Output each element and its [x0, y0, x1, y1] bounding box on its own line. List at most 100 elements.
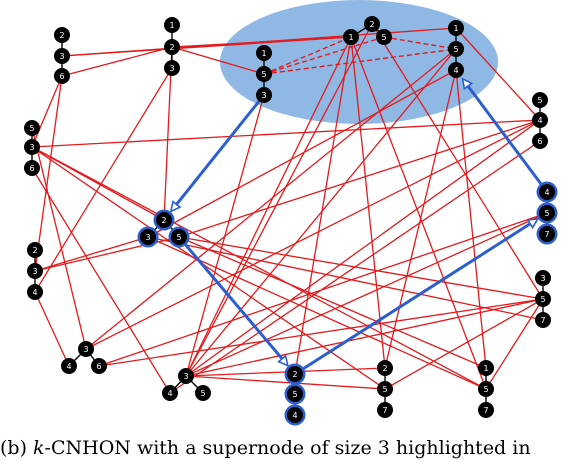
node-label: 7 [544, 230, 549, 239]
node-circle [256, 45, 272, 61]
node-circle [164, 17, 180, 33]
node-circle [532, 133, 548, 149]
node-C1a: 2 [153, 209, 175, 231]
node-label: 3 [32, 267, 37, 276]
edge [185, 119, 541, 377]
supernode-edge [383, 36, 457, 50]
node-label: 5 [381, 33, 386, 42]
node-R2b: 5 [536, 202, 558, 224]
node-label: 2 [32, 246, 37, 255]
node-circle [256, 66, 272, 82]
edge [34, 75, 63, 272]
node-L1a: 2 [54, 27, 70, 43]
node-label: 5 [537, 96, 542, 105]
node-L2a: 1 [164, 17, 180, 33]
edge [171, 46, 265, 75]
node-label: 7 [540, 316, 545, 325]
supernode-highlight [220, 0, 498, 124]
node-label: 5 [544, 209, 549, 218]
node-R1b: 4 [532, 112, 548, 128]
node-R1a: 5 [532, 92, 548, 108]
node-E1c: 7 [377, 402, 393, 418]
caption-prefix: (b) [0, 437, 34, 459]
node-R1c: 6 [532, 133, 548, 149]
node-W2c: 4 [27, 284, 43, 300]
node-E1a: 2 [377, 360, 393, 376]
node-label: 2 [161, 216, 166, 225]
node-label: 1 [261, 49, 266, 58]
edge [34, 291, 70, 367]
node-R3b: 5 [535, 291, 551, 307]
edge [350, 36, 386, 369]
node-label: 7 [483, 406, 488, 415]
node-W1a: 5 [24, 120, 40, 136]
node-label: 4 [537, 116, 542, 125]
node-label: 1 [169, 21, 174, 30]
edge [384, 69, 457, 369]
node-circle [54, 27, 70, 43]
node-circle [162, 385, 178, 401]
node-L3a: 1 [256, 45, 272, 61]
edge [31, 127, 87, 350]
edge [185, 375, 386, 390]
edge [61, 46, 173, 77]
node-label: 3 [183, 372, 188, 381]
node-label: 3 [59, 52, 64, 61]
node-circle [24, 160, 40, 176]
node-B1a: 3 [78, 341, 94, 357]
node-W2a: 2 [27, 242, 43, 258]
node-label: 2 [169, 43, 174, 52]
supernode-edge [263, 36, 385, 75]
edge [455, 69, 487, 369]
node-R3a: 3 [535, 270, 551, 286]
node-label: 5 [261, 70, 266, 79]
node-F1a: 1 [478, 360, 494, 376]
node-label: 4 [544, 188, 549, 197]
node-circle [54, 68, 70, 84]
node-B1b: 4 [61, 358, 77, 374]
node-circle [377, 381, 393, 397]
highlight-edge [177, 236, 284, 360]
node-circle [376, 29, 392, 45]
node-L2b: 2 [164, 39, 180, 55]
node-L1b: 3 [54, 48, 70, 64]
node-label: 1 [483, 364, 488, 373]
node-circle [164, 60, 180, 76]
node-circle [532, 112, 548, 128]
node-label: 5 [453, 45, 458, 54]
node-circle [24, 120, 40, 136]
edge [85, 119, 541, 350]
node-label: 4 [66, 362, 71, 371]
node-L3c: 3 [256, 87, 272, 103]
node-label: 3 [83, 345, 88, 354]
node-label: 1 [453, 24, 458, 33]
node-label: 3 [145, 233, 150, 242]
node-S2: 2 [364, 16, 380, 32]
node-label: 4 [453, 66, 458, 75]
node-circle [364, 16, 380, 32]
edge [147, 236, 544, 321]
node-label: 6 [29, 164, 34, 173]
edge [31, 75, 63, 148]
edge [185, 298, 544, 377]
node-W2b: 3 [27, 263, 43, 279]
node-label: 2 [382, 364, 387, 373]
node-R2a: 4 [536, 181, 558, 203]
node-circle [256, 87, 272, 103]
edge [31, 146, 386, 390]
edge [185, 36, 352, 377]
highlight-edge [466, 85, 549, 193]
highlight-edge [175, 94, 266, 206]
node-circle [478, 381, 494, 397]
edge [384, 298, 544, 390]
node-circle [287, 407, 303, 423]
node-C1b: 3 [137, 226, 159, 248]
node-circle [448, 62, 464, 78]
node-F1c: 7 [478, 402, 494, 418]
node-label: 5 [29, 124, 34, 133]
node-label: 4 [32, 288, 37, 297]
node-D1c: 4 [284, 404, 306, 426]
node-D1b: 5 [284, 383, 306, 405]
node-circle [448, 41, 464, 57]
